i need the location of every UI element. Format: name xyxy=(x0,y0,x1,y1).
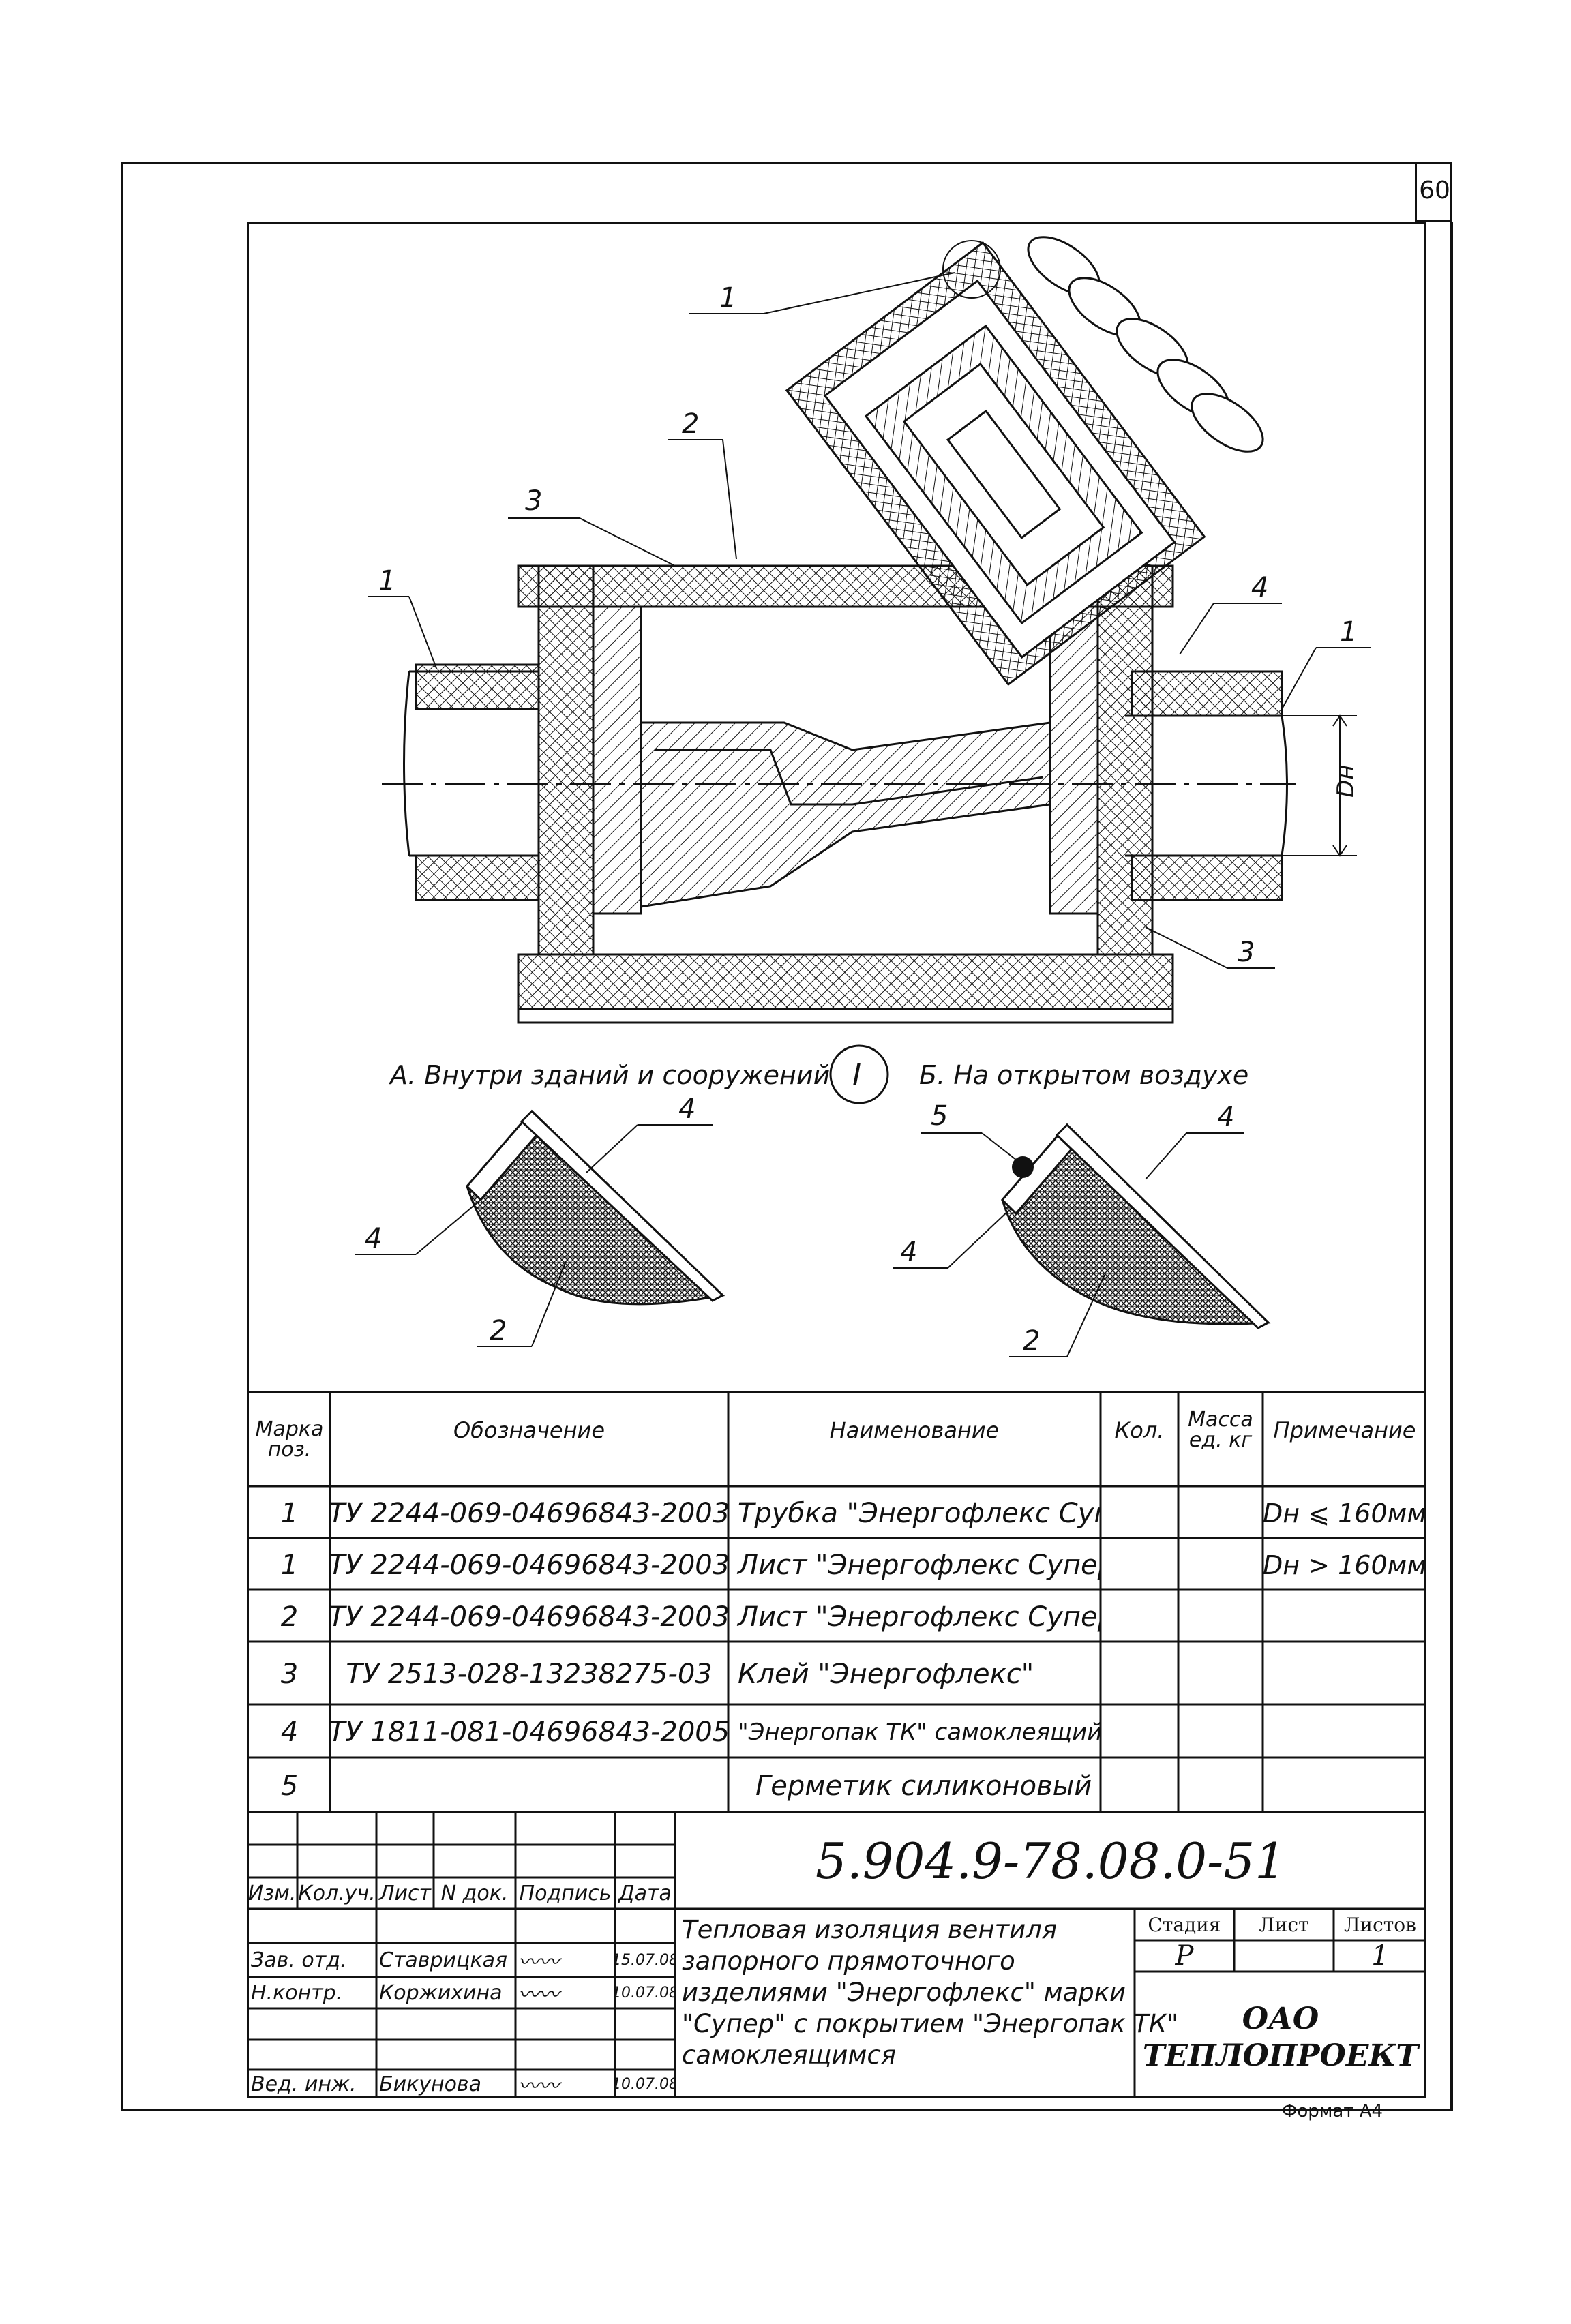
header-mass: Масса ед. кг xyxy=(1188,1408,1253,1452)
handwritten-signature: 〰〰 xyxy=(518,2074,559,2098)
detail-a-callout-2: 2 xyxy=(490,1315,507,1346)
org-line-2: ТЕПЛОПРОЕКТ xyxy=(1142,2038,1419,2073)
detail-a-title: А. Внутри зданий и сооружений xyxy=(388,1060,830,1090)
header-mark: Марка поз. xyxy=(255,1417,324,1462)
col-header-ndoc: N док. xyxy=(440,1881,509,1905)
callout-1-left: 1 xyxy=(378,565,395,597)
row-note: Dн > 160мм xyxy=(1263,1550,1426,1580)
header-name: Наименование xyxy=(829,1417,1000,1443)
page-number-cell: 60 xyxy=(1415,162,1452,222)
description-line: "Супер" с покрытием "Энергопак ТК" xyxy=(682,2009,1179,2038)
row-name: Герметик силиконовый xyxy=(755,1770,1092,1802)
row-mark: 3 xyxy=(280,1658,299,1690)
row-mark: 5 xyxy=(280,1770,299,1802)
dn-label: Dн xyxy=(1332,765,1360,798)
callout-3-bottom: 3 xyxy=(1238,937,1255,968)
row-mark: 2 xyxy=(280,1601,299,1633)
valve-insulation-drawing: Dн 1 2 3 1 4 1 3 I А. Внутри зданий и со… xyxy=(355,236,1371,1357)
callout-1-top: 1 xyxy=(719,282,736,314)
bonnet xyxy=(785,241,1206,686)
description-line: Тепловая изоляция вентиля xyxy=(682,1915,1058,1944)
row-name: Лист "Энергофлекс Супер" xyxy=(738,1601,1101,1633)
detail-b-callout-2: 2 xyxy=(1023,1325,1040,1357)
description-line: запорного прямоточного xyxy=(682,1946,1015,1976)
detail-a-section xyxy=(465,1109,725,1306)
header-note: Примечание xyxy=(1273,1417,1416,1443)
valve-body xyxy=(640,721,1051,908)
pipe-insulation xyxy=(415,663,1283,901)
row-name: Трубка "Энергофлекс Супер" xyxy=(738,1497,1101,1529)
row-designation: ТУ 1811-081-04696843-2005 xyxy=(330,1716,728,1748)
sealant-bead xyxy=(1012,1156,1034,1178)
callout-1-right: 1 xyxy=(1340,616,1357,648)
page-number: 60 xyxy=(1419,177,1450,205)
description-line: изделиями "Энергофлекс" марки xyxy=(682,1978,1126,2007)
detail-b-title: Б. На открытом воздухе xyxy=(919,1060,1248,1090)
row-designation: ТУ 2244-069-04696843-2003 xyxy=(330,1601,728,1633)
detail-b-callout-4-left: 4 xyxy=(900,1237,917,1268)
col-header-koluch: Кол.уч. xyxy=(298,1881,376,1905)
spec-table-grid xyxy=(247,1391,1426,1813)
callout-3-top: 3 xyxy=(525,485,542,517)
drawing-description: Тепловая изоляция вентиля запорного прям… xyxy=(682,1914,1179,2071)
detail-b-section xyxy=(1000,1123,1271,1329)
handwritten-signature: 〰〰 xyxy=(518,1950,559,1974)
detail-a-callout-4-top: 4 xyxy=(678,1093,695,1125)
detail-a-callout-4-left: 4 xyxy=(365,1223,382,1254)
spec-table xyxy=(247,1391,1426,1812)
detail-a-leaders xyxy=(355,1124,713,1347)
signature-date: 10.07.08 xyxy=(615,1984,675,2002)
stage-value: Р xyxy=(1175,1940,1194,1972)
document-code: 5.904.9-78.08.0-51 xyxy=(816,1832,1286,1890)
stage-label: Стадия xyxy=(1148,1913,1221,1936)
description-line: самоклеящимся xyxy=(682,2040,896,2070)
row-designation: ТУ 2244-069-04696843-2003 xyxy=(330,1497,728,1529)
col-header-list: Лист xyxy=(378,1881,432,1905)
dn-dimension xyxy=(1282,714,1357,857)
detail-ref-circle xyxy=(829,1044,889,1104)
detail-b-callout-5: 5 xyxy=(931,1100,948,1132)
col-header-izm: Изм. xyxy=(248,1881,297,1905)
org-line-1: ОАО xyxy=(1242,2002,1319,2036)
leaders xyxy=(368,240,1371,969)
row-name: Клей "Энергофлекс" xyxy=(738,1658,1034,1690)
signature-date: 15.07.08 xyxy=(615,1951,675,1969)
title-block-grid xyxy=(247,1812,1426,2098)
row-designation: ТУ 2513-028-13238275-03 xyxy=(346,1658,713,1690)
sheet-label: Лист xyxy=(1259,1913,1309,1936)
header-qty: Кол. xyxy=(1114,1417,1165,1443)
right-margin-line xyxy=(1451,222,1453,2111)
signature-name: Бикунова xyxy=(379,2072,481,2096)
header-designation: Обозначение xyxy=(453,1417,605,1443)
callout-4: 4 xyxy=(1251,572,1268,603)
handwheel xyxy=(1027,236,1264,453)
format-label: Формат А4 xyxy=(1282,2101,1383,2122)
row-name: "Энергопак ТК" самоклеящийся xyxy=(738,1718,1101,1746)
row-name: Лист "Энергофлекс Супер" xyxy=(738,1549,1101,1581)
signature-role: Зав. отд. xyxy=(251,1948,347,1972)
row-designation: ТУ 2244-069-04696843-2003 xyxy=(330,1549,728,1581)
sheet-value xyxy=(1234,1940,1334,1972)
callout-2: 2 xyxy=(682,408,699,440)
signature-role: Н.контр. xyxy=(251,1980,343,2005)
row-note: Dн ⩽ 160мм xyxy=(1263,1498,1426,1528)
signature-name: Коржихина xyxy=(379,1980,503,2005)
col-header-date: Дата xyxy=(618,1881,672,1905)
sheets-value: 1 xyxy=(1371,1940,1389,1972)
organization: ОАО ТЕПЛОПРОЕКТ xyxy=(1135,1977,1426,2098)
row-mark: 1 xyxy=(280,1549,299,1581)
detail-b-leaders xyxy=(893,1132,1244,1357)
signature-date: 10.07.08 xyxy=(615,2075,675,2093)
sheets-label: Листов xyxy=(1344,1913,1416,1936)
detail-ref-label: I xyxy=(852,1058,861,1093)
row-mark: 4 xyxy=(280,1716,299,1748)
inner-frame xyxy=(247,222,1426,2098)
signature-role: Вед. инж. xyxy=(251,2072,357,2096)
signature-name: Ставрицкая xyxy=(379,1948,507,1972)
detail-b-callout-4-top: 4 xyxy=(1217,1102,1234,1133)
col-header-signature: Подпись xyxy=(519,1881,612,1905)
row-mark: 1 xyxy=(280,1497,299,1529)
handwritten-signature: 〰〰 xyxy=(518,1983,559,2007)
